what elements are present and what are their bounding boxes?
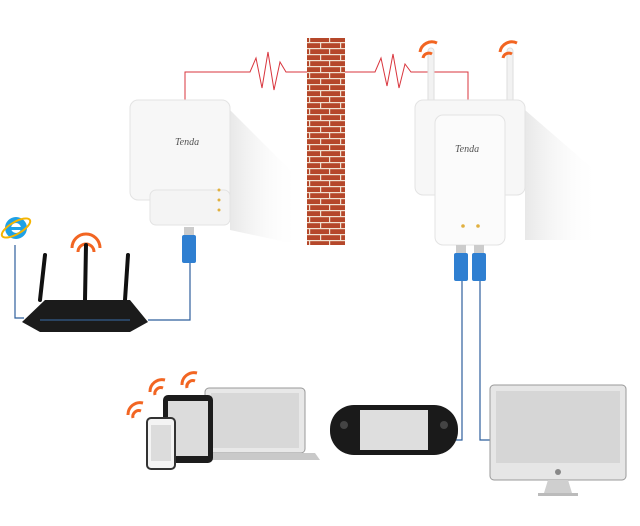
router <box>22 243 148 332</box>
game-console <box>330 405 458 455</box>
apple-logo-icon <box>555 469 561 475</box>
powerline-wire-right <box>345 53 469 100</box>
tenda-logo: Tenda <box>175 137 199 148</box>
powerline-adapter-right: Tenda <box>414 47 600 281</box>
laptop <box>190 387 320 460</box>
wifi-icon <box>70 40 518 419</box>
powerline-wire <box>184 51 307 105</box>
ethernet-plug <box>182 235 196 263</box>
desktop-monitor <box>489 384 627 496</box>
tenda-logo: Tenda <box>455 144 479 155</box>
ethernet-cables <box>14 245 492 441</box>
brick-wall <box>307 38 345 245</box>
phone <box>146 417 176 470</box>
powerline-adapter-left: Tenda <box>129 99 300 263</box>
internet-explorer-icon <box>0 217 32 239</box>
